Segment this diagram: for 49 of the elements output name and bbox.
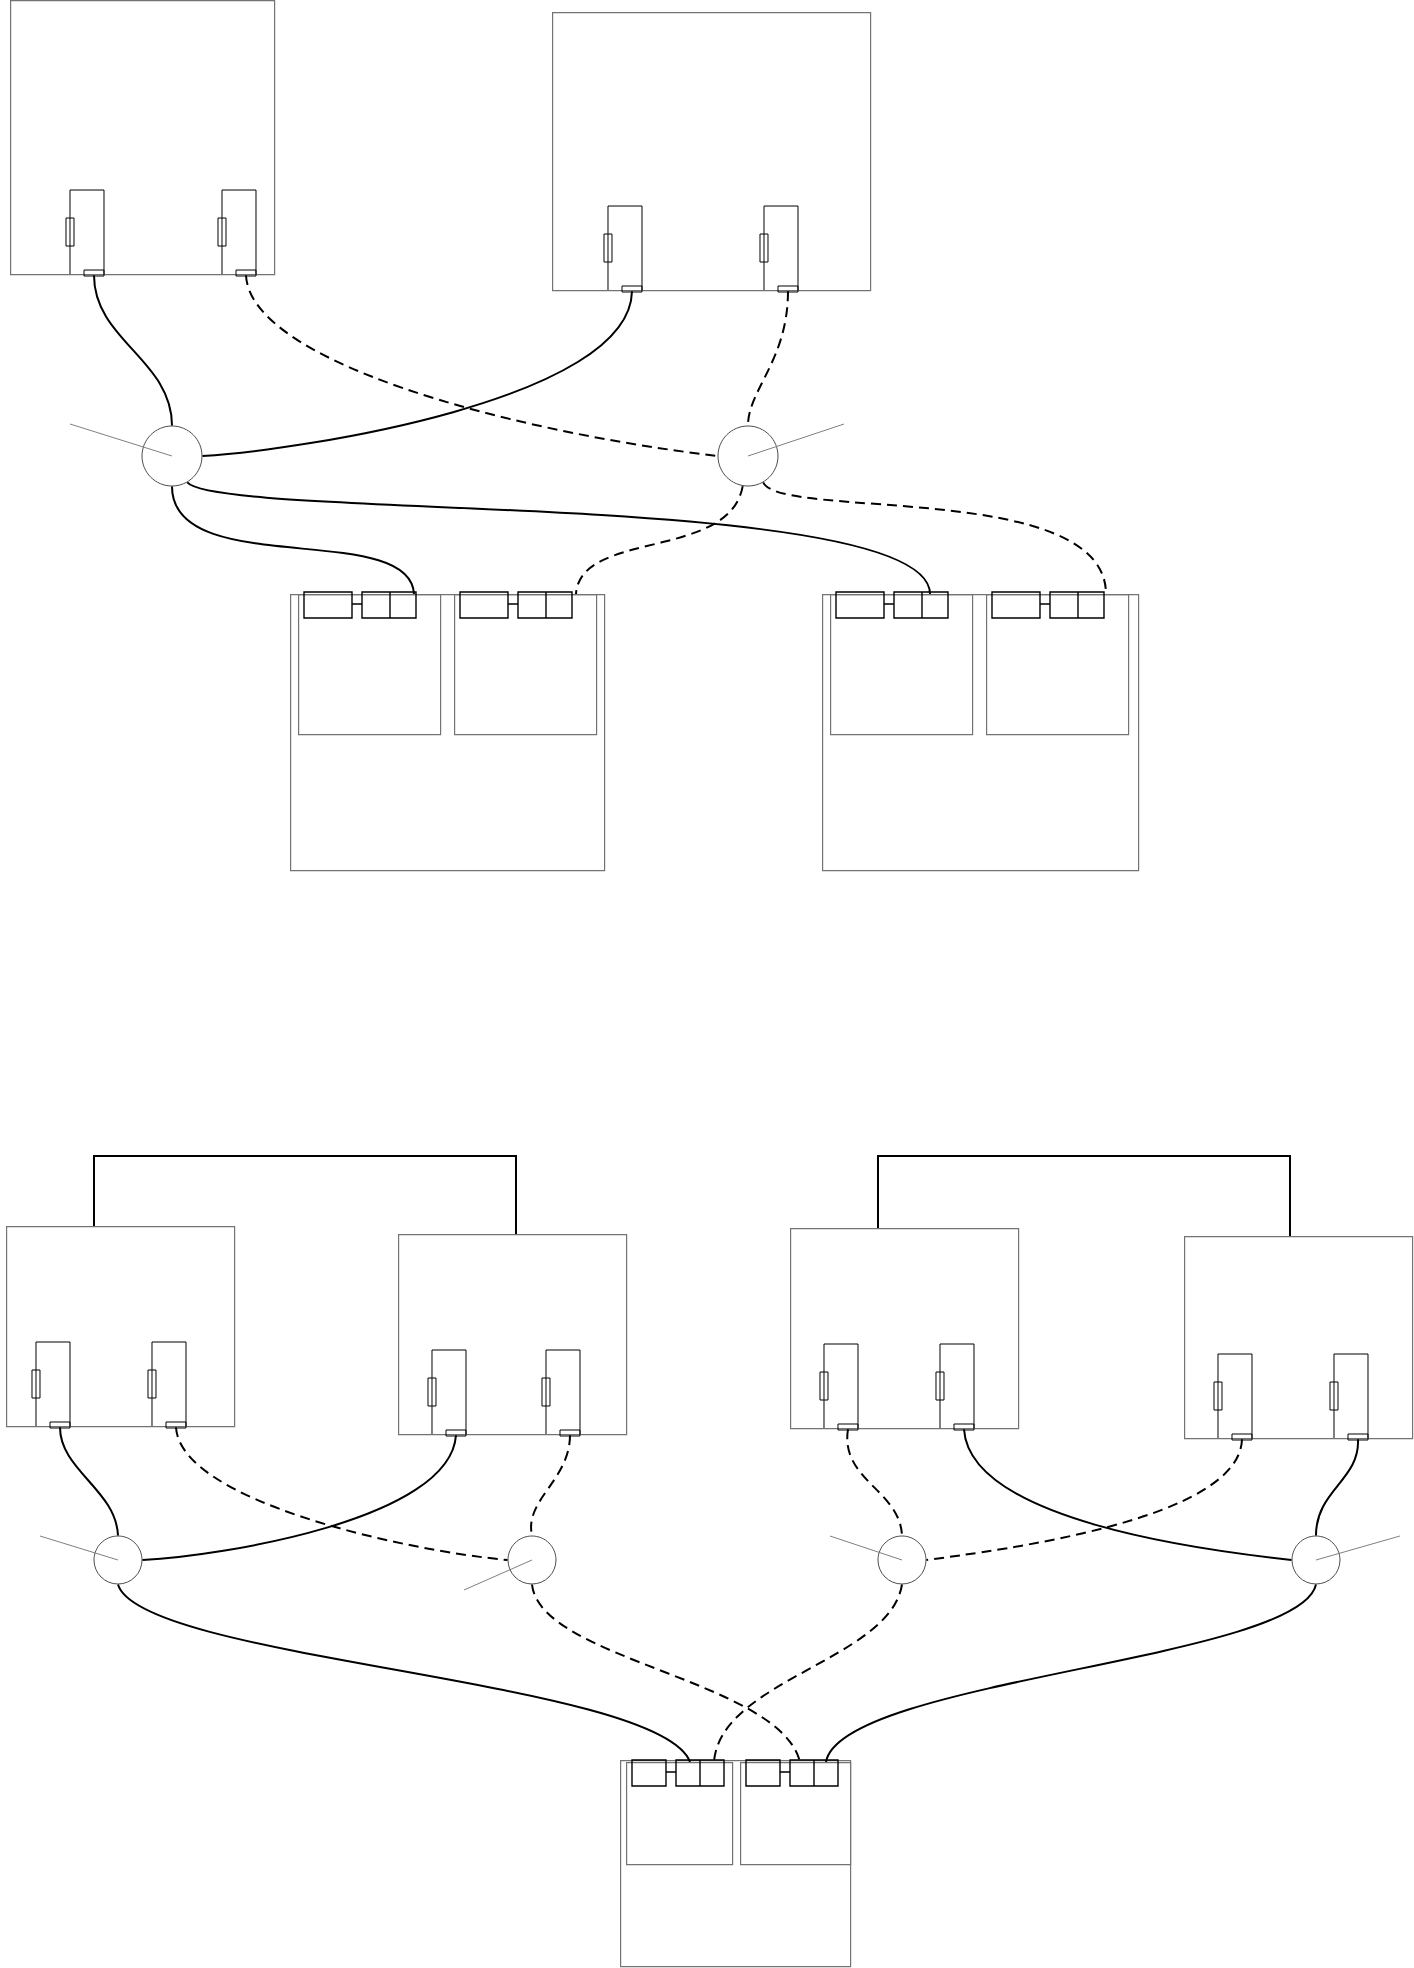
controller-box: [298, 594, 442, 736]
network-line: [463, 1559, 533, 1591]
controller-box: [626, 1762, 734, 1866]
server-box: [398, 1234, 628, 1436]
switch-circle: [1291, 1535, 1341, 1585]
cable: [762, 481, 1107, 595]
storage-enclosure: [290, 594, 606, 872]
switch-circle: [877, 1535, 927, 1585]
cable: [117, 1583, 691, 1763]
cable: [175, 1426, 509, 1561]
cable: [846, 1428, 903, 1537]
cable: [575, 485, 744, 595]
cable: [141, 1434, 457, 1561]
cable: [186, 481, 931, 595]
controller-box: [830, 594, 974, 736]
cable: [201, 290, 633, 457]
bracket-line: [877, 1155, 1291, 1237]
switch-circle: [717, 425, 779, 487]
bracket-line: [93, 1155, 517, 1235]
switch-circle: [93, 1535, 143, 1585]
switch-circle: [141, 425, 203, 487]
cable: [531, 1583, 801, 1763]
network-line: [1315, 1535, 1401, 1561]
server-box: [790, 1228, 1020, 1430]
cable: [171, 485, 415, 595]
controller-box: [454, 594, 598, 736]
cable: [747, 290, 789, 427]
server-box: [10, 0, 276, 276]
storage-enclosure: [620, 1760, 852, 1968]
cable: [963, 1428, 1293, 1561]
network-line: [747, 423, 845, 457]
controller-box: [740, 1762, 852, 1866]
network-line: [39, 1535, 119, 1561]
server-box: [6, 1226, 236, 1428]
cable: [713, 1583, 903, 1763]
cable: [59, 1426, 119, 1537]
cable: [925, 1438, 1243, 1561]
cable: [530, 1434, 571, 1537]
switch-circle: [507, 1535, 557, 1585]
cable: [245, 274, 719, 457]
controller-box: [986, 594, 1130, 736]
cable: [825, 1583, 1317, 1763]
cable: [93, 274, 173, 427]
cable: [1315, 1438, 1359, 1537]
storage-enclosure: [822, 594, 1140, 872]
server-box: [552, 12, 872, 292]
network-line: [829, 1535, 903, 1561]
server-box: [1184, 1236, 1414, 1440]
network-line: [69, 423, 173, 457]
